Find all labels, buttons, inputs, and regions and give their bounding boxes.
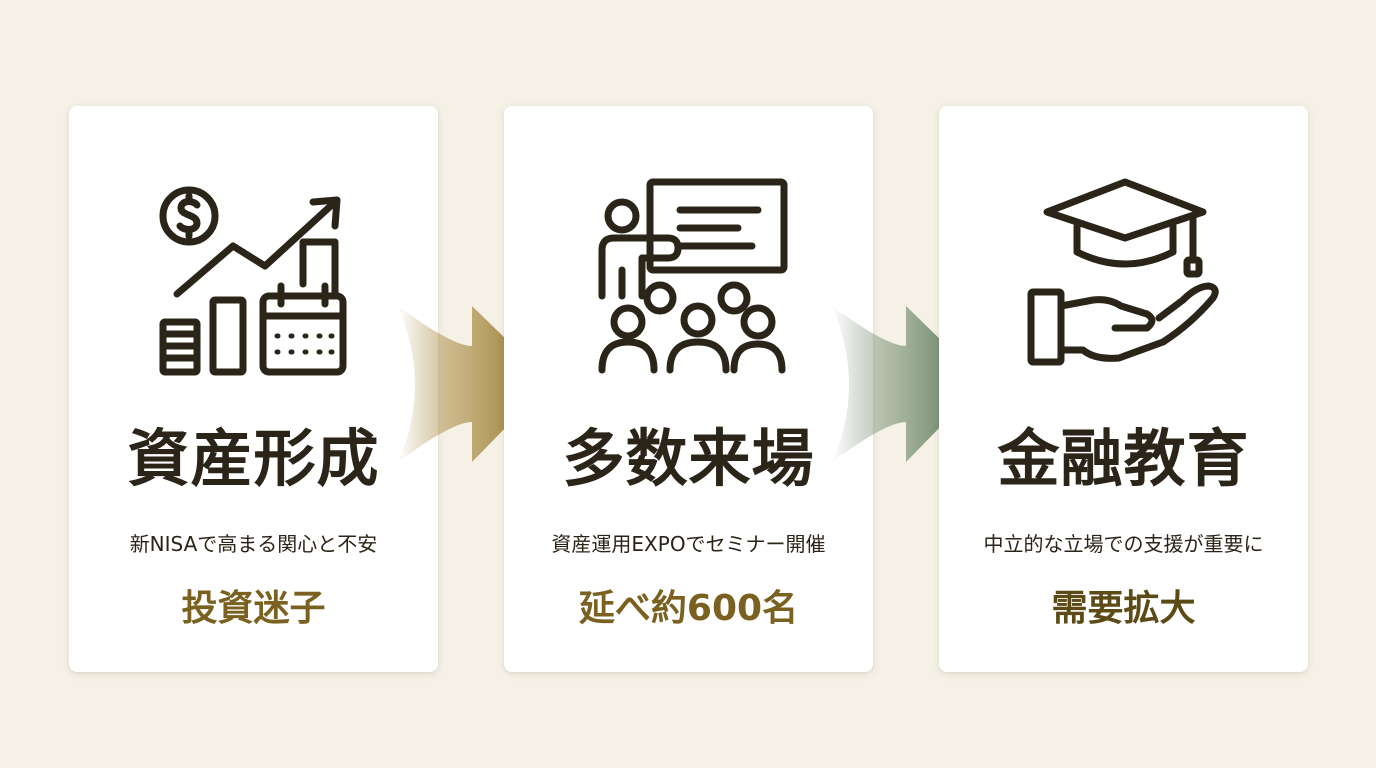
step-card-seminar: 多数来場 資産運用EXPOでセミナー開催 延べ約600名 [504, 106, 873, 672]
investment-growth-icon [159, 186, 347, 376]
step-card-financial-education: 金融教育 中立的な立場での支援が重要に 需要拡大 [939, 106, 1308, 672]
step-highlight: 延べ約600名 [578, 588, 799, 629]
step-title: 多数来場 [562, 422, 815, 495]
step-title: 資産形成 [127, 422, 380, 495]
step-subtitle: 資産運用EXPOでセミナー開催 [551, 532, 826, 556]
step-subtitle: 中立的な立場での支援が重要に [983, 532, 1264, 556]
step-subtitle: 新NISAで高まる関心と不安 [129, 532, 378, 556]
step-highlight: 需要拡大 [1051, 588, 1196, 629]
education-hand-cap-icon [1027, 178, 1219, 366]
step-card-asset-building: 資産形成 新NISAで高まる関心と不安 投資迷子 [69, 106, 438, 672]
seminar-presentation-icon [598, 178, 788, 374]
step-highlight: 投資迷子 [181, 588, 326, 629]
step-title: 金融教育 [997, 422, 1250, 495]
